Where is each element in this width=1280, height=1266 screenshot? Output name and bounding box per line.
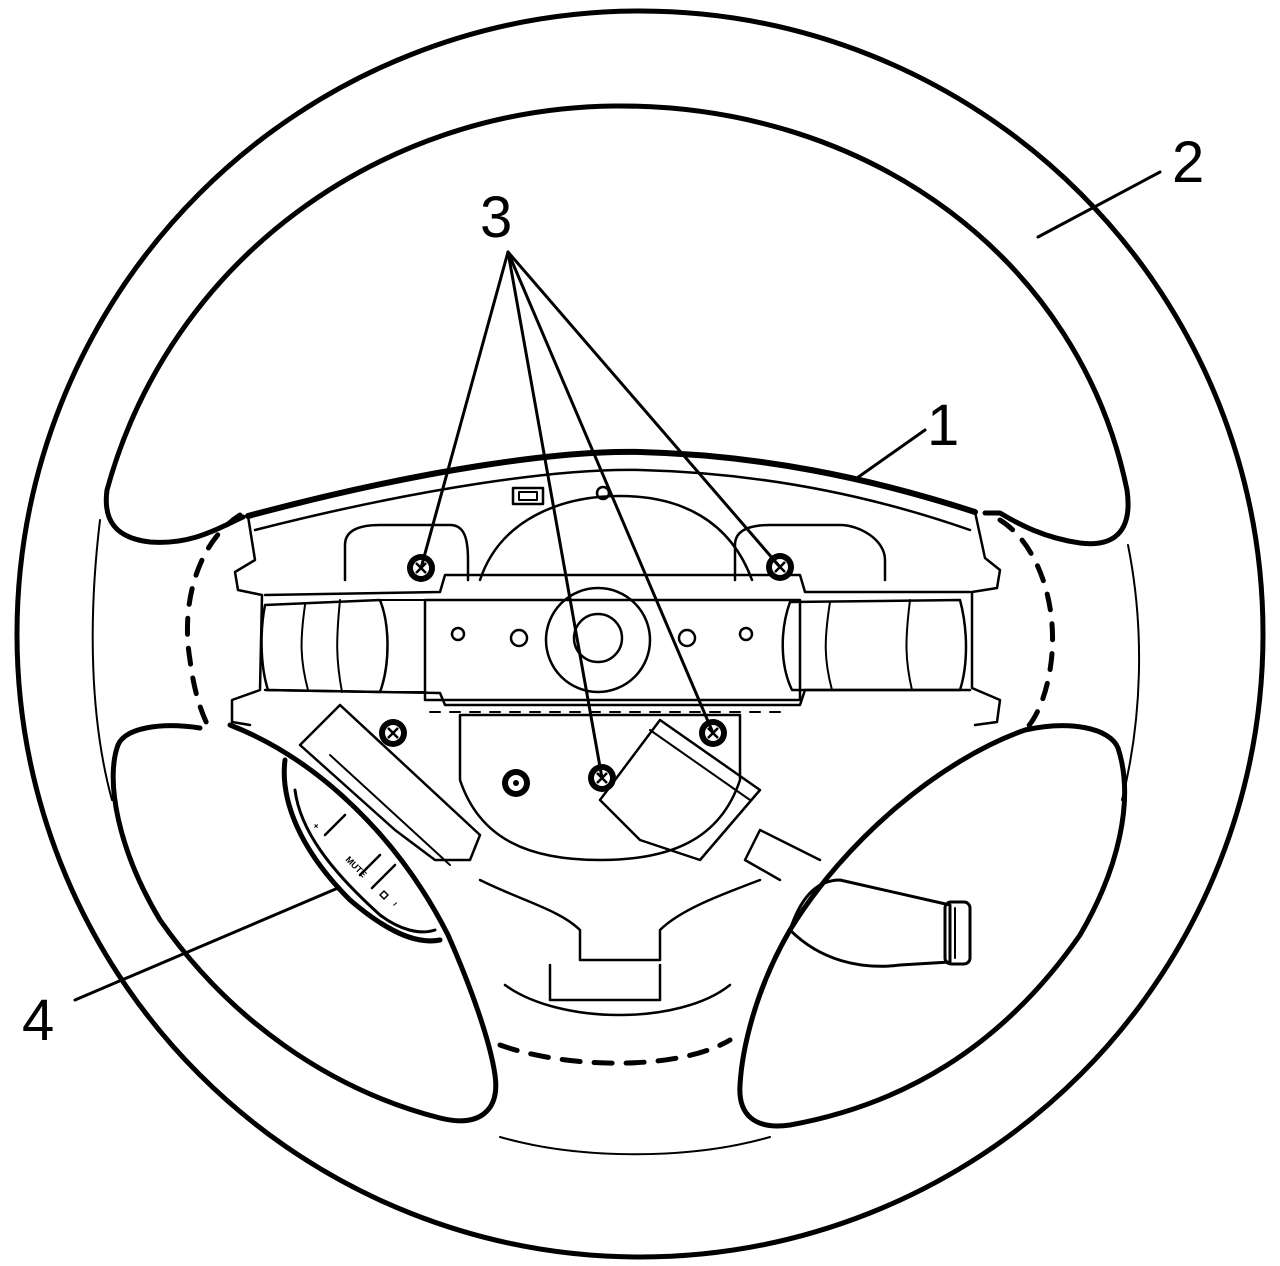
callout-2: 2: [1172, 130, 1204, 195]
volume-down-label: −: [390, 898, 400, 909]
steering-wheel-hub: [230, 448, 1002, 1017]
bolt-cavity: [502, 769, 530, 797]
callout-4: 4: [22, 988, 54, 1053]
steering-wheel-rim: [14, 8, 1266, 1260]
speaker-icon: [379, 890, 389, 900]
rim-outer-edge: [14, 8, 1266, 1260]
callout-1: 1: [927, 393, 959, 458]
leader-lines: [73, 170, 1162, 1002]
spoke-seams: [185, 512, 1055, 1066]
audio-control-switch: + MUTE −: [281, 757, 443, 944]
volume-up-label: +: [311, 820, 321, 831]
rim-lower-left-opening: [110, 722, 499, 1124]
rim-upper-opening: [103, 103, 1131, 547]
mute-label: MUTE: [344, 854, 369, 879]
rim-inner-line-bottom: [499, 1136, 771, 1156]
rim-inner-line-left: [91, 519, 113, 801]
callout-labels: 1 2 3 4: [22, 130, 1204, 1053]
bolt-lower-left: [379, 719, 407, 747]
rim-inner-line-right: [1121, 544, 1141, 801]
rim-lower-right-opening: [737, 723, 1128, 1129]
callout-3: 3: [480, 185, 512, 250]
